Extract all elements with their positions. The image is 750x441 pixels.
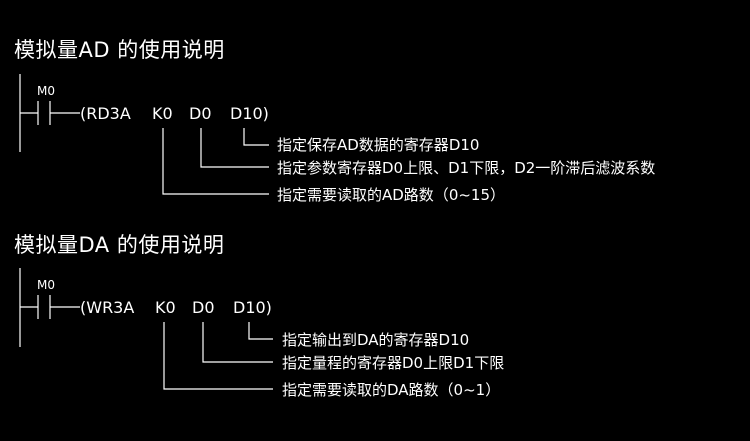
pointer-line-d0 bbox=[202, 322, 273, 363]
pointer-line-d10 bbox=[243, 128, 269, 146]
section-title-da: 模拟量DA 的使用说明 bbox=[14, 233, 225, 257]
description-d0: 指定参数寄存器D0上限、D1下限，D2一阶滞后滤波系数 bbox=[277, 159, 655, 177]
instruction-d10-operand: D10) bbox=[233, 298, 272, 317]
description-d10: 指定保存AD数据的寄存器D10 bbox=[277, 136, 479, 154]
pointer-line-d0 bbox=[200, 128, 269, 168]
instruction-opcode: (RD3A bbox=[80, 104, 131, 123]
description-k0: 指定需要读取的AD路数（0~15） bbox=[277, 186, 505, 204]
instruction-d-operand: D0 bbox=[192, 298, 215, 317]
description-d0: 指定量程的寄存器D0上限D1下限 bbox=[282, 354, 504, 372]
instruction-k-operand: K0 bbox=[152, 104, 173, 123]
description-k0: 指定需要读取的DA路数（0~1） bbox=[282, 381, 500, 399]
instruction-d-operand: D0 bbox=[189, 104, 212, 123]
instruction-opcode: (WR3A bbox=[80, 298, 134, 317]
pointer-line-d10 bbox=[248, 322, 273, 340]
ladder-rung-da: M0 (WR3A K0 D0 D10) 指定输出到DA的寄存器D10 指定量程的… bbox=[19, 268, 504, 399]
ladder-rung-ad: M0 (RD3A K0 D0 D10) 指定保存AD数据的寄存器D10 指定参数… bbox=[19, 74, 655, 204]
description-d10: 指定输出到DA的寄存器D10 bbox=[282, 331, 469, 349]
contact-label: M0 bbox=[37, 278, 55, 292]
section-title-ad: 模拟量AD 的使用说明 bbox=[14, 38, 225, 62]
pointer-line-k0 bbox=[162, 128, 269, 195]
pointer-line-k0 bbox=[163, 322, 273, 390]
instruction-d10-operand: D10) bbox=[230, 104, 269, 123]
contact-label: M0 bbox=[37, 84, 55, 98]
instruction-k-operand: K0 bbox=[155, 298, 176, 317]
